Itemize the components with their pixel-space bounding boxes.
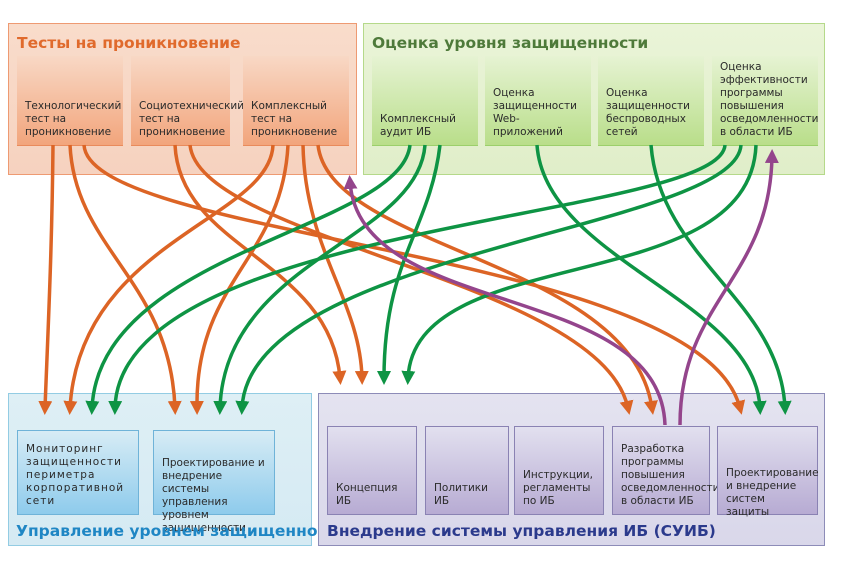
connection-arrow-orange — [68, 144, 182, 415]
box-label: Комплексный аудит ИБ — [380, 113, 456, 138]
box-label: Разработка программы повышения осведомле… — [621, 443, 720, 507]
box-label: Оценка защищенности Web-приложений — [493, 87, 577, 138]
box-label: Комплексный тест на проникновение — [251, 100, 338, 138]
group-title: Оценка уровня защищенности — [372, 34, 649, 52]
box-isms-instructions[interactable]: Инструкции, регламенты по ИБ — [514, 426, 604, 515]
connection-arrow-green — [377, 144, 442, 385]
connection-arrow-purple — [343, 175, 667, 426]
box-awareness-assessment[interactable]: Оценка эффективности программы повышения… — [712, 56, 819, 146]
connection-arrow-orange — [63, 144, 275, 415]
connection-arrow-green — [85, 144, 412, 415]
connection-arrow-orange — [189, 144, 290, 415]
group-penetration-tests: Тесты на проникновение Технологический т… — [8, 23, 357, 175]
box-label: Концепция ИБ — [336, 482, 398, 507]
connection-arrow-purple — [678, 149, 779, 426]
connection-arrow-green — [401, 144, 758, 385]
connection-arrow-green — [535, 144, 767, 415]
connection-arrow-orange — [188, 144, 634, 415]
connection-arrow-green — [213, 144, 427, 415]
box-protection-systems[interactable]: Проектирование и внедрение систем защиты — [717, 426, 819, 518]
group-title: Внедрение системы управления ИБ (СУИБ) — [327, 522, 716, 540]
connection-arrow-orange — [38, 144, 55, 415]
box-awareness-program[interactable]: Разработка программы повышения осведомле… — [612, 426, 720, 515]
box-wireless-assessment[interactable]: Оценка защищенности беспроводных сетей — [598, 56, 704, 146]
connection-arrow-orange — [82, 144, 746, 415]
box-perimeter-monitoring[interactable]: Мониторинг защищенности периметра корпор… — [17, 430, 139, 515]
box-label: Политики ИБ — [434, 482, 488, 507]
box-isms-policies[interactable]: Политики ИБ — [425, 426, 509, 515]
group-security-management: Мониторинг защищенности периметра корпор… — [8, 393, 347, 546]
box-complex-pentest[interactable]: Комплексный тест на проникновение — [243, 56, 349, 146]
connection-arrow-green — [235, 144, 743, 415]
connection-arrow-orange — [316, 144, 658, 415]
box-label: Оценка защищенности беспроводных сетей — [606, 87, 690, 138]
box-socio-pentest[interactable]: Социотехнический тест на проникновение — [131, 56, 245, 146]
group-isms-implementation: Концепция ИБ Политики ИБ Инструкции, рег… — [318, 393, 825, 546]
box-label: Проектирование и внедрение систем защиты — [726, 467, 819, 518]
connection-arrow-orange — [301, 144, 369, 385]
box-isms-concept[interactable]: Концепция ИБ — [327, 426, 417, 515]
group-security-assessment: Оценка уровня защищенности Комплексный а… — [363, 23, 825, 175]
box-label: Технологический тест на проникновение — [25, 100, 122, 138]
group-title: Тесты на проникновение — [17, 34, 241, 52]
connection-arrow-green — [649, 144, 792, 415]
box-label: Оценка эффективности программы повышения… — [720, 61, 819, 138]
box-complex-audit[interactable]: Комплексный аудит ИБ — [372, 56, 478, 146]
box-tech-pentest[interactable]: Технологический тест на проникновение — [17, 56, 123, 146]
box-management-system-design[interactable]: Проектирование и внедрение системы управ… — [153, 430, 275, 534]
box-label: Проектирование и внедрение системы управ… — [162, 457, 265, 534]
box-label: Социотехнический тест на проникновение — [139, 100, 245, 138]
box-label: Мониторинг защищенности периметра корпор… — [26, 443, 125, 507]
connection-arrow-orange — [173, 144, 347, 385]
connection-arrow-green — [108, 144, 727, 415]
box-web-assessment[interactable]: Оценка защищенности Web-приложений — [485, 56, 591, 146]
group-title: Управление уровнем защищенности — [16, 522, 347, 540]
box-label: Инструкции, регламенты по ИБ — [523, 469, 593, 507]
